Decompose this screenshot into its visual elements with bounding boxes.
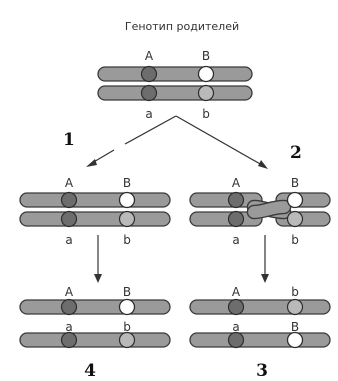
label-2: 2 xyxy=(290,143,302,163)
label-4: 4 xyxy=(84,361,96,381)
label-B-left: B xyxy=(123,176,131,190)
label-A-3: A xyxy=(232,285,241,299)
gene-B-right xyxy=(286,191,304,209)
crossover-strand-2 xyxy=(248,201,290,218)
gene-a-3 xyxy=(227,331,245,349)
label-b-4: b xyxy=(123,320,131,334)
gene-A-right xyxy=(227,191,245,209)
gene-A-4 xyxy=(60,298,78,316)
parent-genotype: A B a b xyxy=(97,49,253,121)
chromosome-bottom-left xyxy=(19,211,171,227)
gene-a xyxy=(140,84,158,102)
gene-A-3 xyxy=(227,298,245,316)
arrow-right-head xyxy=(258,160,268,169)
chromosome-top xyxy=(97,66,253,82)
label-A-right: A xyxy=(232,176,241,190)
gene-a-left xyxy=(60,210,78,228)
result-4: A B a b 4 xyxy=(19,285,171,381)
gene-A xyxy=(140,65,158,83)
chromosome-top-left xyxy=(19,192,171,208)
label-b-3-top: b xyxy=(291,285,299,299)
chromosome-4-bottom xyxy=(19,332,171,348)
gene-A-left xyxy=(60,191,78,209)
chromosome-3-bottom xyxy=(189,332,331,348)
label-1: 1 xyxy=(63,130,75,150)
label-a-right: a xyxy=(232,233,239,247)
arrow-down-right-head xyxy=(261,274,269,283)
down-arrows xyxy=(94,235,269,283)
arrow-right xyxy=(175,115,263,166)
label-a-left: a xyxy=(65,233,72,247)
label-B-3-bottom: B xyxy=(291,320,299,334)
arrow-left-head xyxy=(86,159,97,167)
arrow-left-lower xyxy=(91,149,115,164)
label-A-left: A xyxy=(65,176,74,190)
gene-b-left xyxy=(118,210,136,228)
pair-with-crossover: A B a b xyxy=(189,176,331,247)
label-B-right: B xyxy=(291,176,299,190)
label-b-right: b xyxy=(291,233,299,247)
label-A: A xyxy=(145,49,154,63)
chromosome-4-top xyxy=(19,299,171,315)
gene-b-right xyxy=(286,210,304,228)
title: Генотип родителей xyxy=(125,20,239,33)
chromatid-top-left-part xyxy=(189,192,263,208)
label-b: b xyxy=(202,107,210,121)
chromatid-bottom-left-part xyxy=(189,211,263,227)
label-b-left: b xyxy=(123,233,131,247)
gene-B-left xyxy=(118,191,136,209)
gene-B-4 xyxy=(118,298,136,316)
arrow-left-upper xyxy=(124,115,177,145)
label-B-4: B xyxy=(123,285,131,299)
gene-B xyxy=(197,65,215,83)
label-B: B xyxy=(202,49,210,63)
pair-without-crossover: A B a b xyxy=(19,176,171,247)
chromosome-3-top xyxy=(189,299,331,315)
gene-B-3 xyxy=(286,331,304,349)
result-3: A b a B 3 xyxy=(189,285,331,381)
chromosome-bottom xyxy=(97,85,253,101)
arrow-down-left-head xyxy=(94,274,102,283)
branch-arrows xyxy=(86,115,268,169)
gene-b-3 xyxy=(286,298,304,316)
gene-a-right xyxy=(227,210,245,228)
label-a-4: a xyxy=(65,320,72,334)
gene-b-4 xyxy=(118,331,136,349)
label-A-4: A xyxy=(65,285,74,299)
gene-a-4 xyxy=(60,331,78,349)
label-3: 3 xyxy=(256,361,268,381)
label-a: a xyxy=(145,107,152,121)
label-a-3: a xyxy=(232,320,239,334)
gene-b xyxy=(197,84,215,102)
